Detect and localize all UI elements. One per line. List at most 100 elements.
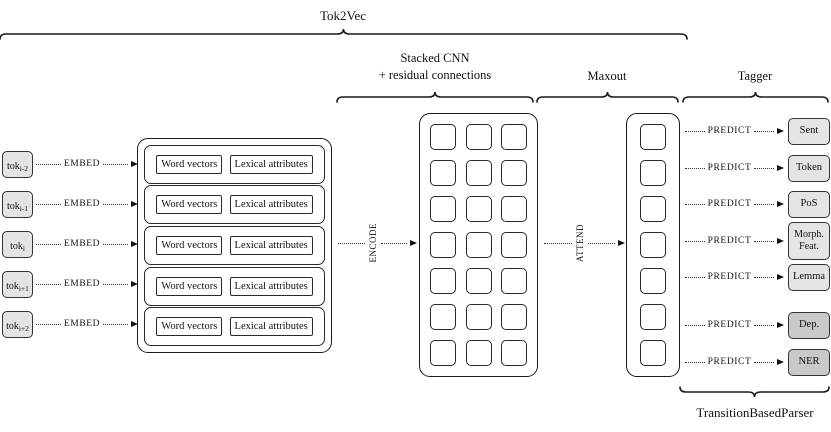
dotted-line	[36, 203, 61, 205]
arrow-right-icon	[131, 281, 138, 287]
stacked-cnn-brace	[336, 91, 534, 103]
maxout-cell	[640, 160, 666, 186]
dotted-line	[754, 361, 775, 363]
predict-label: PREDICT	[707, 236, 752, 246]
encode-connector: ENCODE	[335, 221, 417, 265]
attend-label: ATTEND	[574, 224, 585, 262]
token-subscript: i+1	[18, 283, 29, 293]
lexical-attributes-box: Lexical attributes	[229, 276, 313, 296]
dotted-line	[103, 323, 128, 325]
word-vectors-box: Word vectors	[156, 317, 223, 337]
embed-label: EMBED	[63, 279, 101, 289]
embed-row: Word vectors Lexical attributes	[144, 185, 325, 225]
attend-connector: ATTEND	[541, 221, 625, 265]
dotted-line	[103, 243, 128, 245]
cnn-cell	[465, 268, 492, 294]
dotted-line	[36, 243, 61, 245]
dotted-line	[754, 276, 775, 278]
token-base: tok	[10, 240, 23, 252]
maxout-column	[626, 113, 680, 377]
maxout-label: Maxout	[587, 69, 627, 83]
embed-row: Word vectors Lexical attributes	[144, 266, 325, 306]
maxout-brace	[536, 91, 679, 103]
cnn-cell	[501, 124, 528, 150]
cnn-cell	[429, 340, 456, 366]
cnn-cell	[429, 268, 456, 294]
dotted-line	[754, 324, 775, 326]
cnn-cell	[465, 232, 492, 258]
predict-row: PREDICT Token	[682, 154, 831, 182]
arrow-right-icon	[777, 128, 785, 134]
cnn-cell	[501, 340, 528, 366]
cnn-cell	[429, 160, 456, 186]
transition-based-parser-brace	[679, 386, 830, 398]
dotted-line	[754, 203, 775, 205]
lexical-attributes-box: Lexical attributes	[229, 195, 313, 215]
predict-row: PREDICT Morph.Feat.	[682, 222, 831, 260]
embed-label: EMBED	[63, 239, 101, 249]
output-label: Token	[795, 162, 823, 173]
arrow-right-icon	[777, 238, 785, 244]
dotted-line	[685, 276, 705, 278]
arrow-right-icon	[777, 274, 785, 280]
predict-label: PREDICT	[707, 320, 752, 330]
arrow-right-icon	[131, 161, 138, 167]
arrow-right-icon	[777, 165, 785, 171]
arrow-right-icon	[777, 201, 785, 207]
predict-label: PREDICT	[707, 357, 752, 367]
tok2vec-title: Tok2Vec	[319, 8, 367, 23]
dotted-line	[685, 203, 705, 205]
maxout-cell	[640, 268, 666, 294]
token-base: tok	[6, 280, 19, 292]
transition-based-parser-label: TransitionBasedParser	[696, 405, 814, 420]
token-subscript: i-2	[19, 163, 29, 173]
arrow-right-icon	[131, 241, 138, 247]
stacked-cnn-label-line2: + residual connections	[378, 68, 492, 82]
dotted-line	[685, 240, 705, 242]
token-base: tok	[6, 320, 19, 332]
cnn-cell	[501, 196, 528, 222]
tok2vec-brace	[0, 28, 688, 40]
embed-label: EMBED	[63, 159, 101, 169]
word-vectors-box: Word vectors	[156, 276, 223, 296]
output-label: PoS	[800, 198, 818, 209]
predict-row: PREDICT Lemma	[682, 263, 831, 291]
dotted-line	[103, 163, 128, 165]
output-box-sent: Sent	[788, 117, 831, 145]
dotted-line	[685, 324, 705, 326]
dotted-line	[754, 240, 775, 242]
dotted-line	[36, 163, 61, 165]
token-base: tok	[6, 160, 20, 172]
lexical-attributes-box: Lexical attributes	[229, 154, 313, 174]
predict-label: PREDICT	[707, 199, 752, 209]
word-vectors-box: Word vectors	[156, 235, 223, 255]
maxout-cell	[640, 340, 666, 366]
lexical-attributes-box: Lexical attributes	[229, 317, 313, 337]
output-box-lemma: Lemma	[788, 263, 831, 291]
embed-label: EMBED	[63, 199, 101, 209]
dotted-line	[103, 203, 128, 205]
cnn-cell	[465, 124, 492, 150]
dotted-line	[338, 242, 365, 244]
arrow-right-icon	[777, 359, 785, 365]
dotted-line	[685, 130, 705, 132]
arrow-right-icon	[410, 240, 417, 246]
cnn-cell	[501, 160, 528, 186]
output-box-dep: Dep.	[788, 311, 831, 339]
dotted-line	[754, 130, 775, 132]
predict-row: PREDICT NER	[682, 348, 831, 376]
embed-row: Word vectors Lexical attributes	[144, 225, 325, 265]
maxout-cell	[640, 124, 666, 150]
stacked-cnn-label: Stacked CNN + residual connections	[335, 50, 535, 84]
output-label: NER	[798, 356, 820, 367]
dotted-line	[36, 323, 61, 325]
output-box-token: Token	[788, 154, 831, 182]
encode-label: ENCODE	[367, 223, 378, 263]
